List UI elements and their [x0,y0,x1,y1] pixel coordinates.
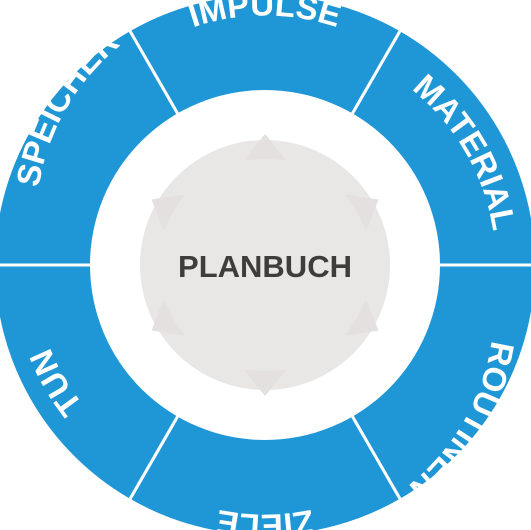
center-label: PLANBUCH [178,249,352,284]
center-cover [159,159,371,371]
